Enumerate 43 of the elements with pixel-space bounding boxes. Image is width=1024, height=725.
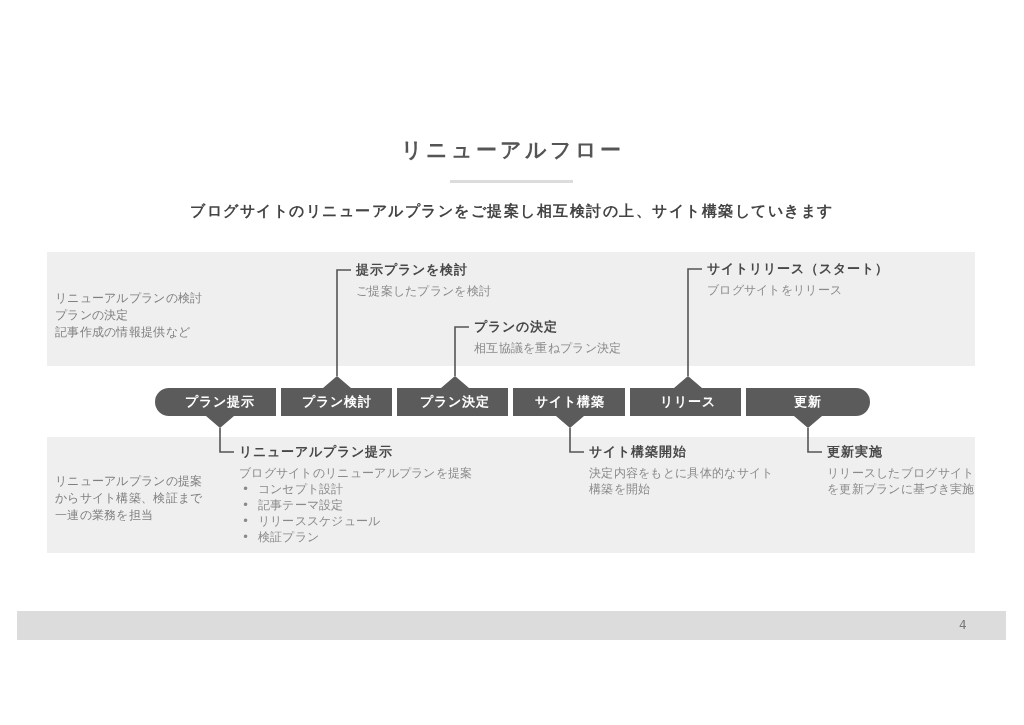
subtitle: ブログサイトのリニューアルプランをご提案し相互検討の上、サイト構築していきます bbox=[190, 201, 834, 222]
leader-line bbox=[569, 427, 585, 453]
diagram-title: リニューアルフロー bbox=[400, 137, 624, 164]
bullet-item: • 記事テーマ設定 bbox=[241, 497, 344, 513]
lane-description: リニューアルプランの提案からサイト構築、検証まで一連の業務を担当 bbox=[55, 473, 204, 524]
step-description: リリースしたブログサイトを更新プランに基づき実施 bbox=[827, 465, 976, 497]
page-number: 4 bbox=[959, 618, 967, 633]
leader-line bbox=[219, 427, 235, 453]
step-heading: リニューアルプラン提示 bbox=[239, 443, 393, 461]
segment-label: 更新 bbox=[794, 393, 822, 411]
lane-description: プランの決定 bbox=[55, 307, 129, 324]
segment-label: プラン検討 bbox=[302, 393, 372, 411]
leader-line bbox=[687, 268, 703, 377]
lane-description: 記事作成の情報提供など bbox=[55, 324, 191, 341]
timeline-segment bbox=[513, 388, 625, 428]
lane-panel bbox=[47, 437, 975, 553]
leader-line bbox=[807, 427, 823, 453]
leader-line bbox=[454, 326, 470, 377]
step-description: ブログサイトのリニューアルプランを提案 bbox=[239, 465, 473, 481]
step-heading: サイト構築開始 bbox=[589, 443, 687, 461]
step-description: ブログサイトをリリース bbox=[707, 282, 843, 298]
step-heading: 更新実施 bbox=[827, 443, 883, 461]
timeline-segment bbox=[630, 376, 741, 416]
segment-label: プラン提示 bbox=[185, 393, 255, 411]
timeline-segment bbox=[746, 388, 870, 428]
timeline-segment bbox=[397, 376, 508, 416]
bullet-item: • コンセプト設計 bbox=[241, 481, 344, 497]
lane-panel bbox=[47, 252, 975, 366]
step-heading: プランの決定 bbox=[474, 318, 558, 336]
step-heading: 提示プランを検討 bbox=[356, 261, 468, 279]
bullet-item: • リリーススケジュール bbox=[241, 513, 381, 529]
segment-label: サイト構築 bbox=[535, 393, 605, 411]
step-description: ご提案したプランを検討 bbox=[356, 283, 492, 299]
leader-line bbox=[336, 269, 352, 377]
segment-label: プラン決定 bbox=[420, 393, 490, 411]
timeline-segment bbox=[281, 376, 392, 416]
lane-description: リニューアルプランの検討 bbox=[55, 290, 203, 307]
timeline-segment bbox=[155, 388, 276, 428]
step-description: 決定内容をもとに具体的なサイト構築を開始 bbox=[589, 465, 775, 497]
bullet-item: • 検証プラン bbox=[241, 529, 320, 545]
segment-label: リリース bbox=[660, 393, 716, 411]
step-description: 相互協議を重ねプラン決定 bbox=[474, 340, 622, 356]
step-heading: サイトリリース（スタート） bbox=[707, 260, 889, 278]
